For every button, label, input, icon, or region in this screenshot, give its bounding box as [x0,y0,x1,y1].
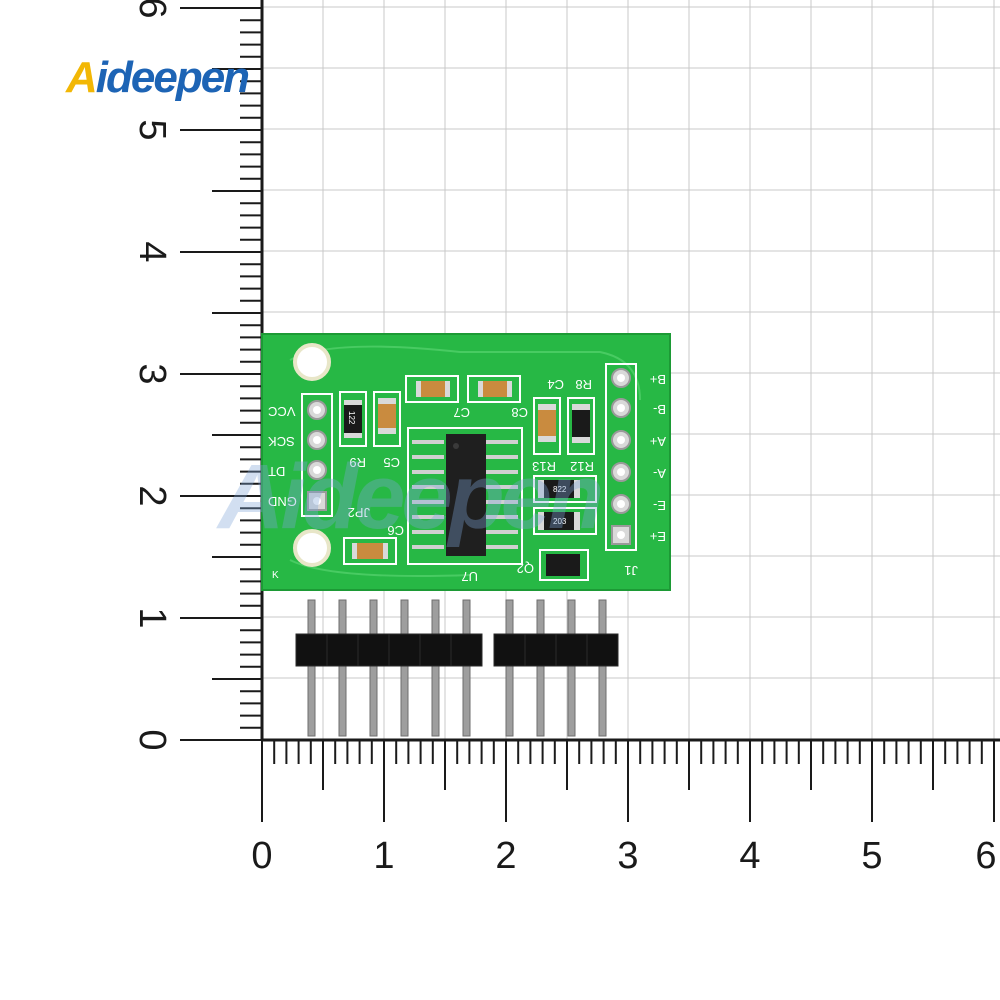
label-q2: Q2 [517,561,534,576]
header-pin-housing [357,633,390,667]
horizontal-ruler-label: 3 [617,835,638,877]
pin-label-dt: DT [268,464,285,479]
horizontal-ruler-label: 5 [861,835,882,877]
label-r9: R9 [349,455,366,470]
vertical-ruler-label: 5 [131,119,173,140]
vertical-ruler-label: 2 [131,485,173,506]
header-pin-housing [295,633,328,667]
header-pin-housing [586,633,619,667]
vertical-ruler-label: 0 [131,729,173,750]
brand-logo: Aideepen [66,52,316,104]
vertical-ruler-label: 3 [131,363,173,384]
header-pin [338,599,347,737]
header-pin [307,599,316,737]
label-k: K [272,570,279,581]
header-pin [369,599,378,737]
grid-background [261,0,1000,740]
header-pin [567,599,576,737]
logo-text: ideepen [95,53,250,102]
label-jp2: JP2 [348,505,370,520]
resistor-code-122: 122 [347,411,356,425]
label-j1: J1 [624,563,638,578]
label-c5: C5 [383,455,400,470]
pin-label-gnd: GND [268,494,297,509]
logo-letter-a: A [66,53,98,102]
header-pin [431,599,440,737]
horizontal-ruler: 0 1 2 3 4 5 6 [251,738,1000,877]
label-r8: R8 [575,377,592,392]
header-pin-housing [450,633,483,667]
pcb-board-icon: VCC SCK DT GND B+ B- A+ A- E- E+ C7 C8 R… [261,333,671,591]
label-c7: C7 [453,405,470,420]
header-pin [536,599,545,737]
brand-watermark: Aideepen [218,446,604,548]
pin-label-e-minus: E- [653,498,666,513]
vertical-ruler-label: 6 [131,0,173,19]
horizontal-ruler-label: 2 [495,835,516,877]
header-pin-housing [326,633,359,667]
header-pin [505,599,514,737]
label-c4: C4 [547,377,564,392]
vertical-ruler-label: 1 [131,607,173,628]
pin-label-sck: SCK [268,434,295,449]
vertical-ruler-label: 4 [131,241,173,262]
label-c8: C8 [511,405,528,420]
pin-label-b-plus: B+ [650,372,666,387]
pin-label-vcc: VCC [268,404,295,419]
header-pin-housing [555,633,588,667]
pin-label-a-plus: A+ [650,434,666,449]
label-u7: U7 [461,569,478,584]
pin-label-a-minus: A- [653,466,666,481]
header-pin [598,599,607,737]
header-pin [400,599,409,737]
header-pin-housing [419,633,452,667]
horizontal-ruler-label: 0 [251,835,272,877]
header-pin-housing [388,633,421,667]
header-pin [462,599,471,737]
resistor-code-822: 822 [553,485,567,494]
header-pin-housing [524,633,557,667]
vertical-ruler: 0 1 2 3 4 5 6 [131,0,264,751]
horizontal-ruler-label: 6 [975,835,996,877]
horizontal-ruler-label: 4 [739,835,760,877]
resistor-code-203: 203 [553,517,567,526]
label-r12: R12 [570,459,594,474]
pin-label-e-plus: E+ [650,529,666,544]
pin-header-icon [295,599,619,737]
horizontal-ruler-label: 1 [373,835,394,877]
header-pin-housing [493,633,526,667]
label-r13: R13 [532,459,556,474]
pin-label-b-minus: B- [653,402,666,417]
label-c6: C6 [387,523,404,538]
